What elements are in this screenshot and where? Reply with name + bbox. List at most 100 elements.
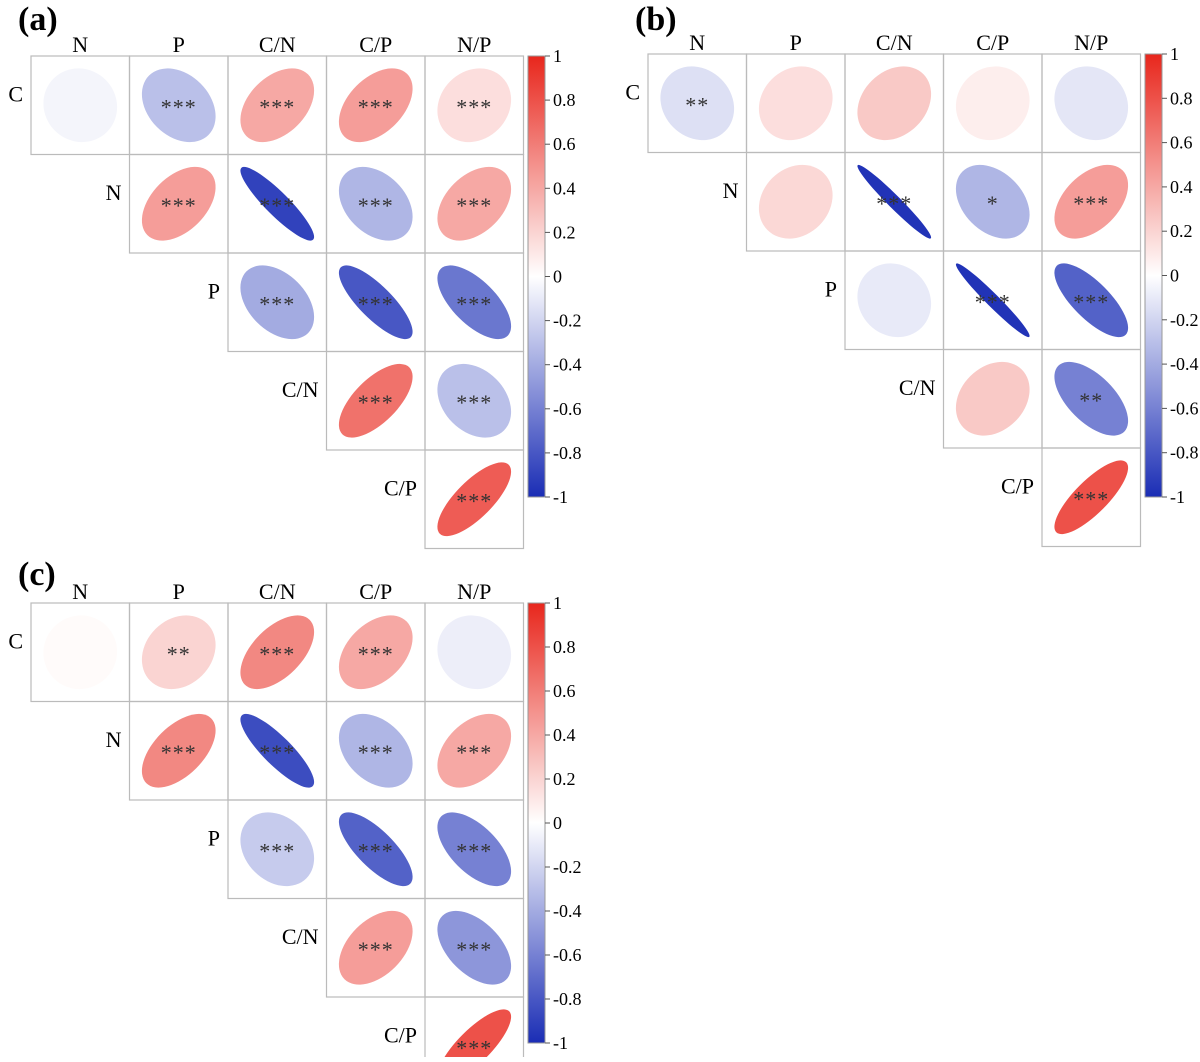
row-label: C [625,79,640,104]
significance-mark: *** [456,291,492,316]
correlation-ellipse [240,166,315,241]
column-label: C/P [359,579,392,604]
row-label: C/P [384,1022,417,1047]
correlation-ellipse [955,66,1030,141]
correlation-ellipse [437,812,512,887]
significance-mark: *** [456,390,492,415]
correlation-ellipse [955,263,1030,338]
significance-mark: *** [358,838,394,863]
correlation-ellipse [660,66,735,141]
significance-mark: *** [456,193,492,218]
colorbar-tick-label: 0.6 [553,134,576,154]
panel-label: (c) [18,556,56,593]
colorbar-tick-label: 0.6 [553,681,576,701]
significance-mark: *** [358,193,394,218]
correlation-ellipse [437,1009,512,1062]
colorbar-tick-label: 0.4 [553,725,576,745]
significance-mark: *** [259,193,295,218]
row-label: P [825,276,837,301]
significance-mark: *** [456,94,492,119]
significance-mark: *** [259,740,295,765]
column-label: C/P [976,30,1009,55]
significance-mark: ** [1079,388,1103,413]
correlation-ellipse [1054,164,1129,239]
significance-mark: * [987,191,999,216]
colorbar-tick-label: 0.2 [1170,221,1193,241]
correlation-ellipse [437,68,512,143]
column-label: P [173,579,185,604]
row-label: C/P [384,475,417,500]
significance-mark: *** [161,94,197,119]
significance-mark: *** [259,838,295,863]
significance-mark: *** [259,291,295,316]
correlation-ellipse [1054,361,1129,436]
correlation-ellipse [338,615,413,690]
colorbar-tick-label: 0.8 [1170,88,1193,108]
correlation-ellipse [240,68,315,143]
column-label: C/P [359,32,392,57]
column-label: N [689,30,705,55]
row-label: C/N [899,375,936,400]
correlation-ellipse [437,462,512,537]
column-label: P [790,30,802,55]
column-label: N [72,579,88,604]
row-label: C [8,81,23,106]
significance-mark: *** [358,740,394,765]
significance-mark: *** [456,740,492,765]
colorbar-tick-label: -0.4 [553,901,582,921]
colorbar-tick-label: -0.8 [553,443,582,463]
colorbar-tick-label: -0.2 [553,311,582,331]
correlation-ellipse [437,615,512,690]
colorbar-tick-label: -1 [553,1033,568,1053]
colorbar-tick-label: -0.6 [553,399,582,419]
column-label: N [72,32,88,57]
correlation-ellipse [1054,460,1129,535]
colorbar-tick-label: -0.8 [1170,443,1199,463]
correlation-ellipse [1054,66,1129,141]
column-label: P [173,32,185,57]
significance-mark: *** [259,641,295,666]
colorbar [527,55,546,498]
correlation-ellipse [338,713,413,788]
correlation-ellipse [141,615,216,690]
correlation-ellipse [857,66,932,141]
correlation-ellipse [43,615,118,690]
significance-mark: *** [456,937,492,962]
correlation-ellipse [338,812,413,887]
row-label: C/N [282,924,319,949]
significance-mark: *** [456,488,492,513]
significance-mark: *** [358,291,394,316]
significance-mark: ** [685,92,709,117]
correlation-ellipse [955,164,1030,239]
colorbar-tick-label: 0.6 [1170,133,1193,153]
correlation-ellipse [141,166,216,241]
colorbar-tick-label: -0.6 [1170,398,1199,418]
correlation-ellipse [338,166,413,241]
correlation-ellipse [857,164,932,239]
significance-mark: *** [1073,486,1109,511]
significance-mark: *** [161,740,197,765]
row-label: P [208,278,220,303]
colorbar-tick-label: -1 [1170,487,1185,507]
significance-mark: *** [358,937,394,962]
colorbar-tick-label: -0.4 [553,355,582,375]
row-label: C/N [282,377,319,402]
column-label: N/P [457,579,491,604]
colorbar-tick-label: 0.4 [553,178,576,198]
correlation-ellipse [758,66,833,141]
significance-mark: ** [167,641,191,666]
correlation-ellipse [955,361,1030,436]
panel-label: (b) [635,1,677,38]
correlation-ellipse [141,713,216,788]
colorbar [1144,53,1163,498]
correlation-ellipse [338,363,413,438]
grid-cell [424,996,525,1062]
row-label: N [723,178,739,203]
correlation-ellipse [338,68,413,143]
column-label: C/N [876,30,913,55]
colorbar-tick-label: 0.8 [553,90,576,110]
correlation-ellipse [437,166,512,241]
